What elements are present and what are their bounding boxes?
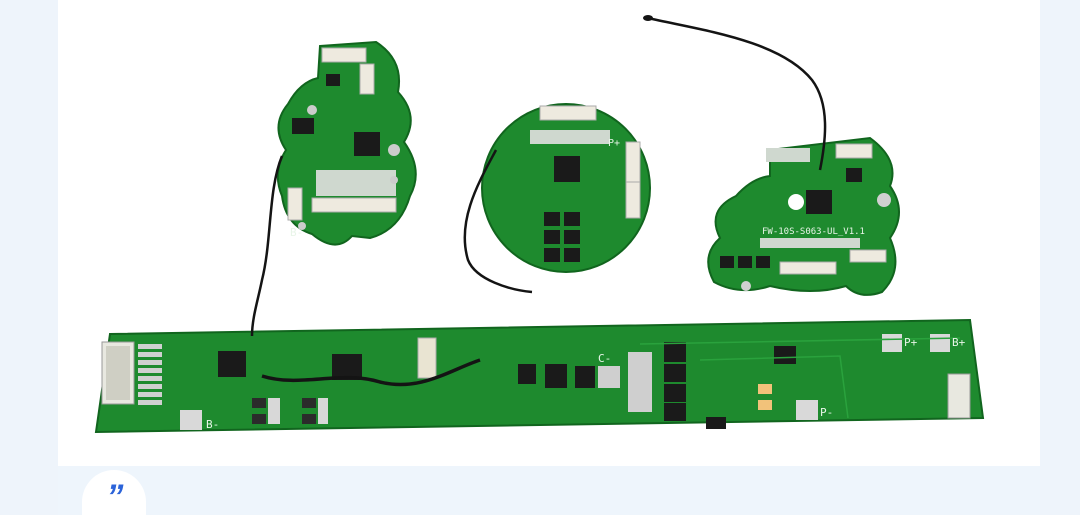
long-board-b-minus-label: B-	[206, 418, 219, 431]
long-bms-board: B- P+ B+ C- P-	[94, 318, 985, 434]
right-board-model-label: FW-10S-S063-UL_V1.1	[762, 227, 865, 237]
long-board-c-minus-label: C-	[598, 352, 611, 365]
round-board: P+	[463, 103, 651, 294]
long-board-p-minus-label: P-	[820, 406, 833, 419]
page-margin-left	[0, 0, 58, 515]
quote-glyph: ”	[106, 477, 124, 516]
quote-icon: ”	[82, 470, 146, 515]
long-board-b-plus-label: B+	[952, 336, 966, 349]
round-board-p-plus-label: P+	[608, 138, 620, 149]
left-clover-board: B-	[250, 40, 417, 337]
left-board-b-minus-label: B-	[290, 226, 303, 239]
long-board-p-plus-label: P+	[904, 336, 918, 349]
page-margin-right	[1040, 0, 1080, 515]
footer-band	[58, 466, 1040, 515]
right-board: FW-10S-S063-UL_V1.1	[643, 15, 900, 296]
